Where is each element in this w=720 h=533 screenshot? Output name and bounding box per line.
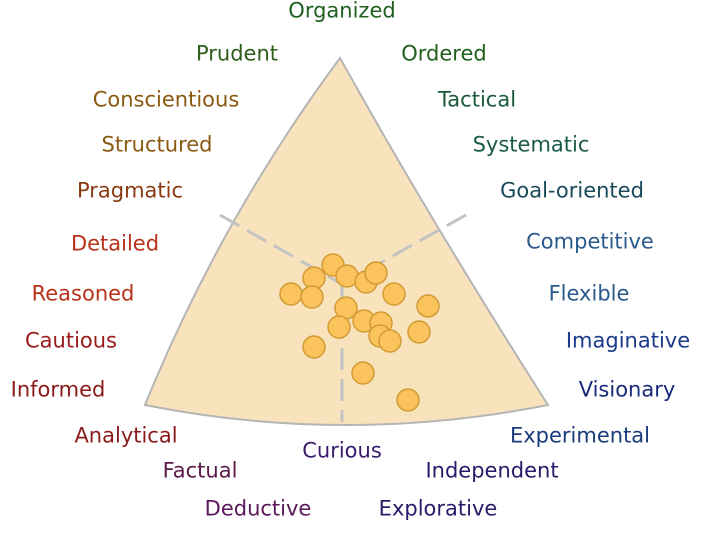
label-prudent: Prudent [195,41,279,66]
label-detailed: Detailed [70,231,160,256]
data-point [407,320,431,344]
label-independent: Independent [425,458,559,483]
label-deductive: Deductive [204,496,312,521]
data-point [382,282,406,306]
data-point [378,329,402,353]
data-point [279,282,303,306]
label-experimental: Experimental [509,423,651,448]
label-informed: Informed [10,377,106,402]
curved-triangle [143,56,550,426]
data-point [351,361,375,385]
data-point [396,388,420,412]
label-tactical: Tactical [437,87,517,112]
data-point [300,285,324,309]
label-ordered: Ordered [401,41,487,66]
data-points [279,253,440,412]
label-analytical: Analytical [74,423,178,448]
data-point [416,294,440,318]
label-flexible: Flexible [548,281,630,306]
label-curious: Curious [302,438,382,463]
label-systematic: Systematic [472,132,590,157]
label-structured: Structured [101,132,213,157]
label-organized: Organized [288,0,396,23]
data-point [302,335,326,359]
label-visionary: Visionary [578,377,676,402]
label-goal-oriented: Goal-oriented [500,178,644,203]
label-imaginative: Imaginative [565,328,691,353]
label-cautious: Cautious [24,328,118,353]
label-competitive: Competitive [526,229,654,254]
label-conscientious: Conscientious [92,87,240,112]
label-explorative: Explorative [378,496,498,521]
label-reasoned: Reasoned [31,281,135,306]
data-point [364,261,388,285]
data-point [327,315,351,339]
label-factual: Factual [162,458,238,483]
label-pragmatic: Pragmatic [76,178,184,203]
